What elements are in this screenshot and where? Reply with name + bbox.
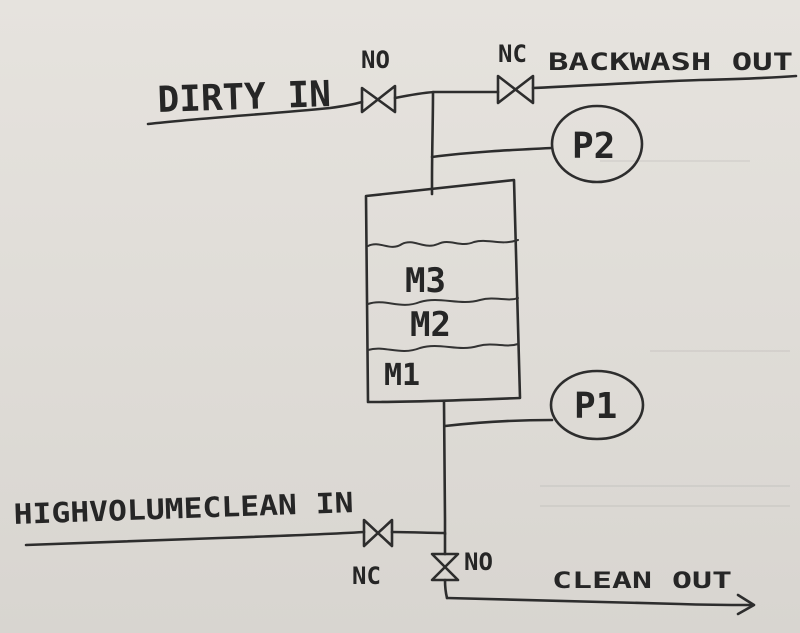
bleed-through-line [600,160,750,162]
backwash-out-label: BACKWASH OUT [548,48,793,76]
backwash-outlet-pipe [531,74,798,90]
inlet-valve-icon [360,84,397,114]
backwash-valve-icon [496,74,535,105]
top-header-pipe [393,90,500,100]
top-riser-pipe [430,90,435,196]
clean-inlet-connector-pipe [390,530,447,535]
clean-outlet-valve-state-label: NO [464,548,493,576]
p1-gauge-branch-pipe [443,418,554,428]
dirty-in-label: DIRTY IN [157,74,332,121]
clean-inlet-valve-state-label: NC [352,562,381,590]
media-layer-1-label: M1 [384,358,420,393]
bleed-through-line [650,350,790,352]
bleed-through-line [540,505,790,507]
backwash-valve-state-label: NC [498,40,527,68]
media-interface-m2-m1 [367,343,519,352]
p1-gauge-icon [549,369,645,441]
clean-out-label: CLEAN OUT [552,569,732,594]
high-volume-clean-in-label: HIGHVOLUMECLEAN IN [13,486,354,531]
clean-inlet-valve-icon [362,518,394,548]
filter-tank-outline [364,178,522,404]
clean-outlet-arrow-icon [736,593,756,616]
p2-gauge-icon [550,104,644,184]
clean-outlet-valve-icon [430,552,460,582]
dirty-inlet-pipe [146,100,364,126]
inlet-valve-state-label: NO [361,46,390,74]
p2-gauge-label: P2 [572,126,615,167]
p1-gauge-label: P1 [574,386,617,427]
media-layer-2-label: M2 [410,305,451,345]
media-top-interface [367,239,519,248]
clean-outlet-pipe [445,596,754,607]
bleed-through-line [540,485,790,487]
bottom-riser-pipe [442,400,447,536]
clean-inlet-pipe [24,530,366,547]
media-layer-3-label: M3 [405,261,446,301]
p2-gauge-branch-pipe [430,146,554,159]
media-interface-m3-m2 [367,297,519,306]
